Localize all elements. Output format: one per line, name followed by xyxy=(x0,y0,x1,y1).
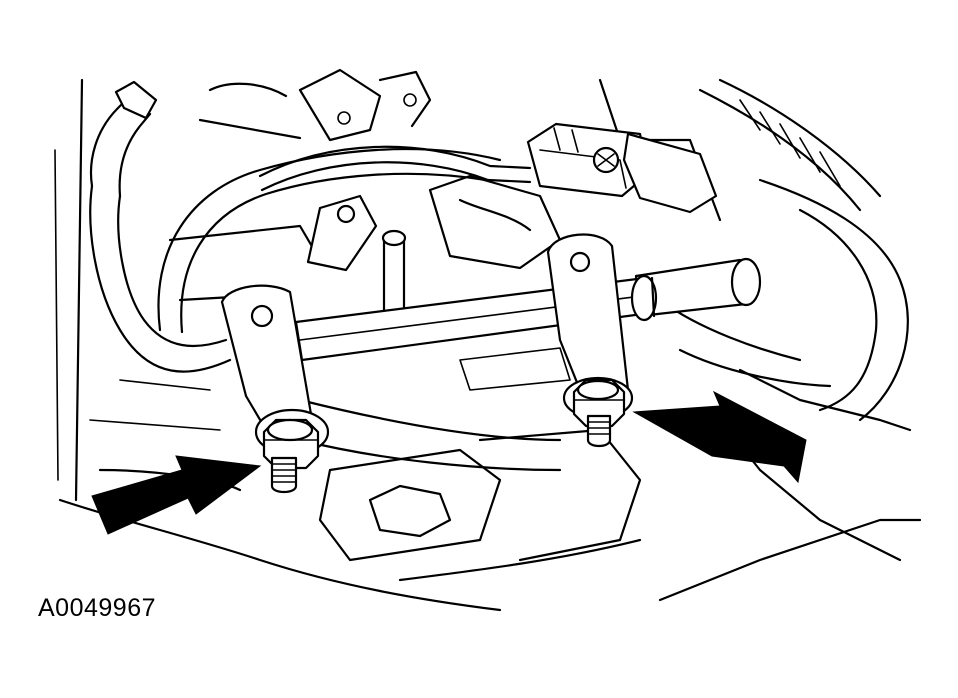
wire-harness xyxy=(258,145,532,192)
electrical-connector xyxy=(526,122,718,214)
engine-background xyxy=(54,68,922,612)
right-stud-nut xyxy=(572,378,626,448)
left-arrow-icon xyxy=(91,455,262,535)
right-arrow-icon xyxy=(632,390,807,484)
figure-id-label: A0049967 xyxy=(38,594,157,622)
upper-bracket xyxy=(306,194,378,272)
fuel-rail xyxy=(294,257,762,362)
left-stud-nut xyxy=(262,418,320,494)
